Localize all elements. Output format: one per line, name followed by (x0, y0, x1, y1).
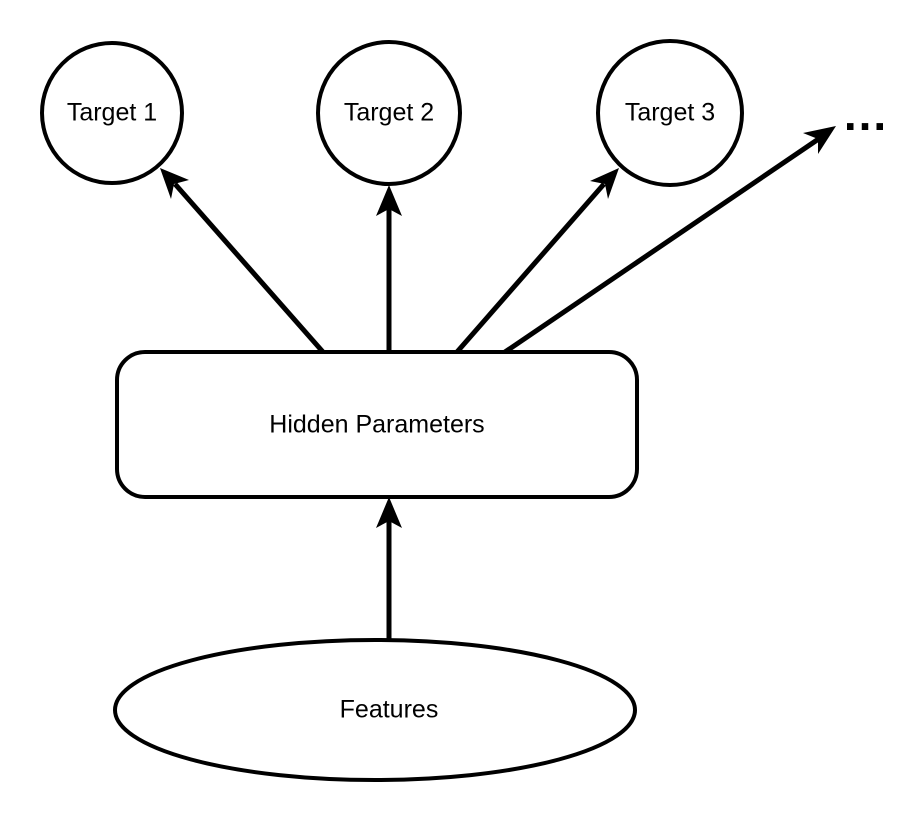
node-target-2[interactable]: Target 2 (316, 40, 462, 186)
target-1-circle[interactable] (40, 41, 184, 185)
edge-line-hidden-to-target-1 (173, 182, 325, 354)
more-targets-ellipsis-label: ... (844, 88, 888, 140)
hidden-parameters-box[interactable] (115, 350, 639, 499)
node-target-3[interactable]: Target 3 (596, 39, 744, 187)
target-1-label: Target 1 (67, 99, 157, 127)
target-2-label: Target 2 (344, 99, 434, 127)
target-3-circle[interactable] (596, 39, 744, 187)
node-hidden-parameters[interactable]: Hidden Parameters (115, 350, 639, 499)
edge-hidden-to-target-2 (376, 185, 402, 352)
target-2-circle[interactable] (316, 40, 462, 186)
edge-hidden-to-target-1 (160, 168, 325, 354)
edge-line-hidden-to-more-targets (503, 135, 822, 355)
arrowhead-hidden-to-target-1 (160, 168, 189, 199)
edge-hidden-to-target-3 (455, 168, 619, 354)
features-ellipse[interactable] (113, 638, 637, 782)
edge-hidden-to-more-targets (503, 126, 836, 355)
node-features[interactable]: Features (113, 638, 637, 782)
features-label: Features (340, 696, 439, 724)
arrowhead-hidden-to-target-2 (376, 185, 402, 216)
node-target-1[interactable]: Target 1 (40, 41, 184, 185)
arrowhead-features-to-hidden (376, 497, 402, 528)
edge-features-to-hidden-parameters (376, 497, 402, 642)
target-3-label: Target 3 (625, 99, 715, 127)
arrowhead-hidden-to-more-targets (803, 126, 836, 154)
edge-line-hidden-to-target-3 (455, 182, 606, 354)
arrowhead-hidden-to-target-3 (590, 168, 619, 199)
hidden-parameters-label: Hidden Parameters (269, 411, 484, 439)
